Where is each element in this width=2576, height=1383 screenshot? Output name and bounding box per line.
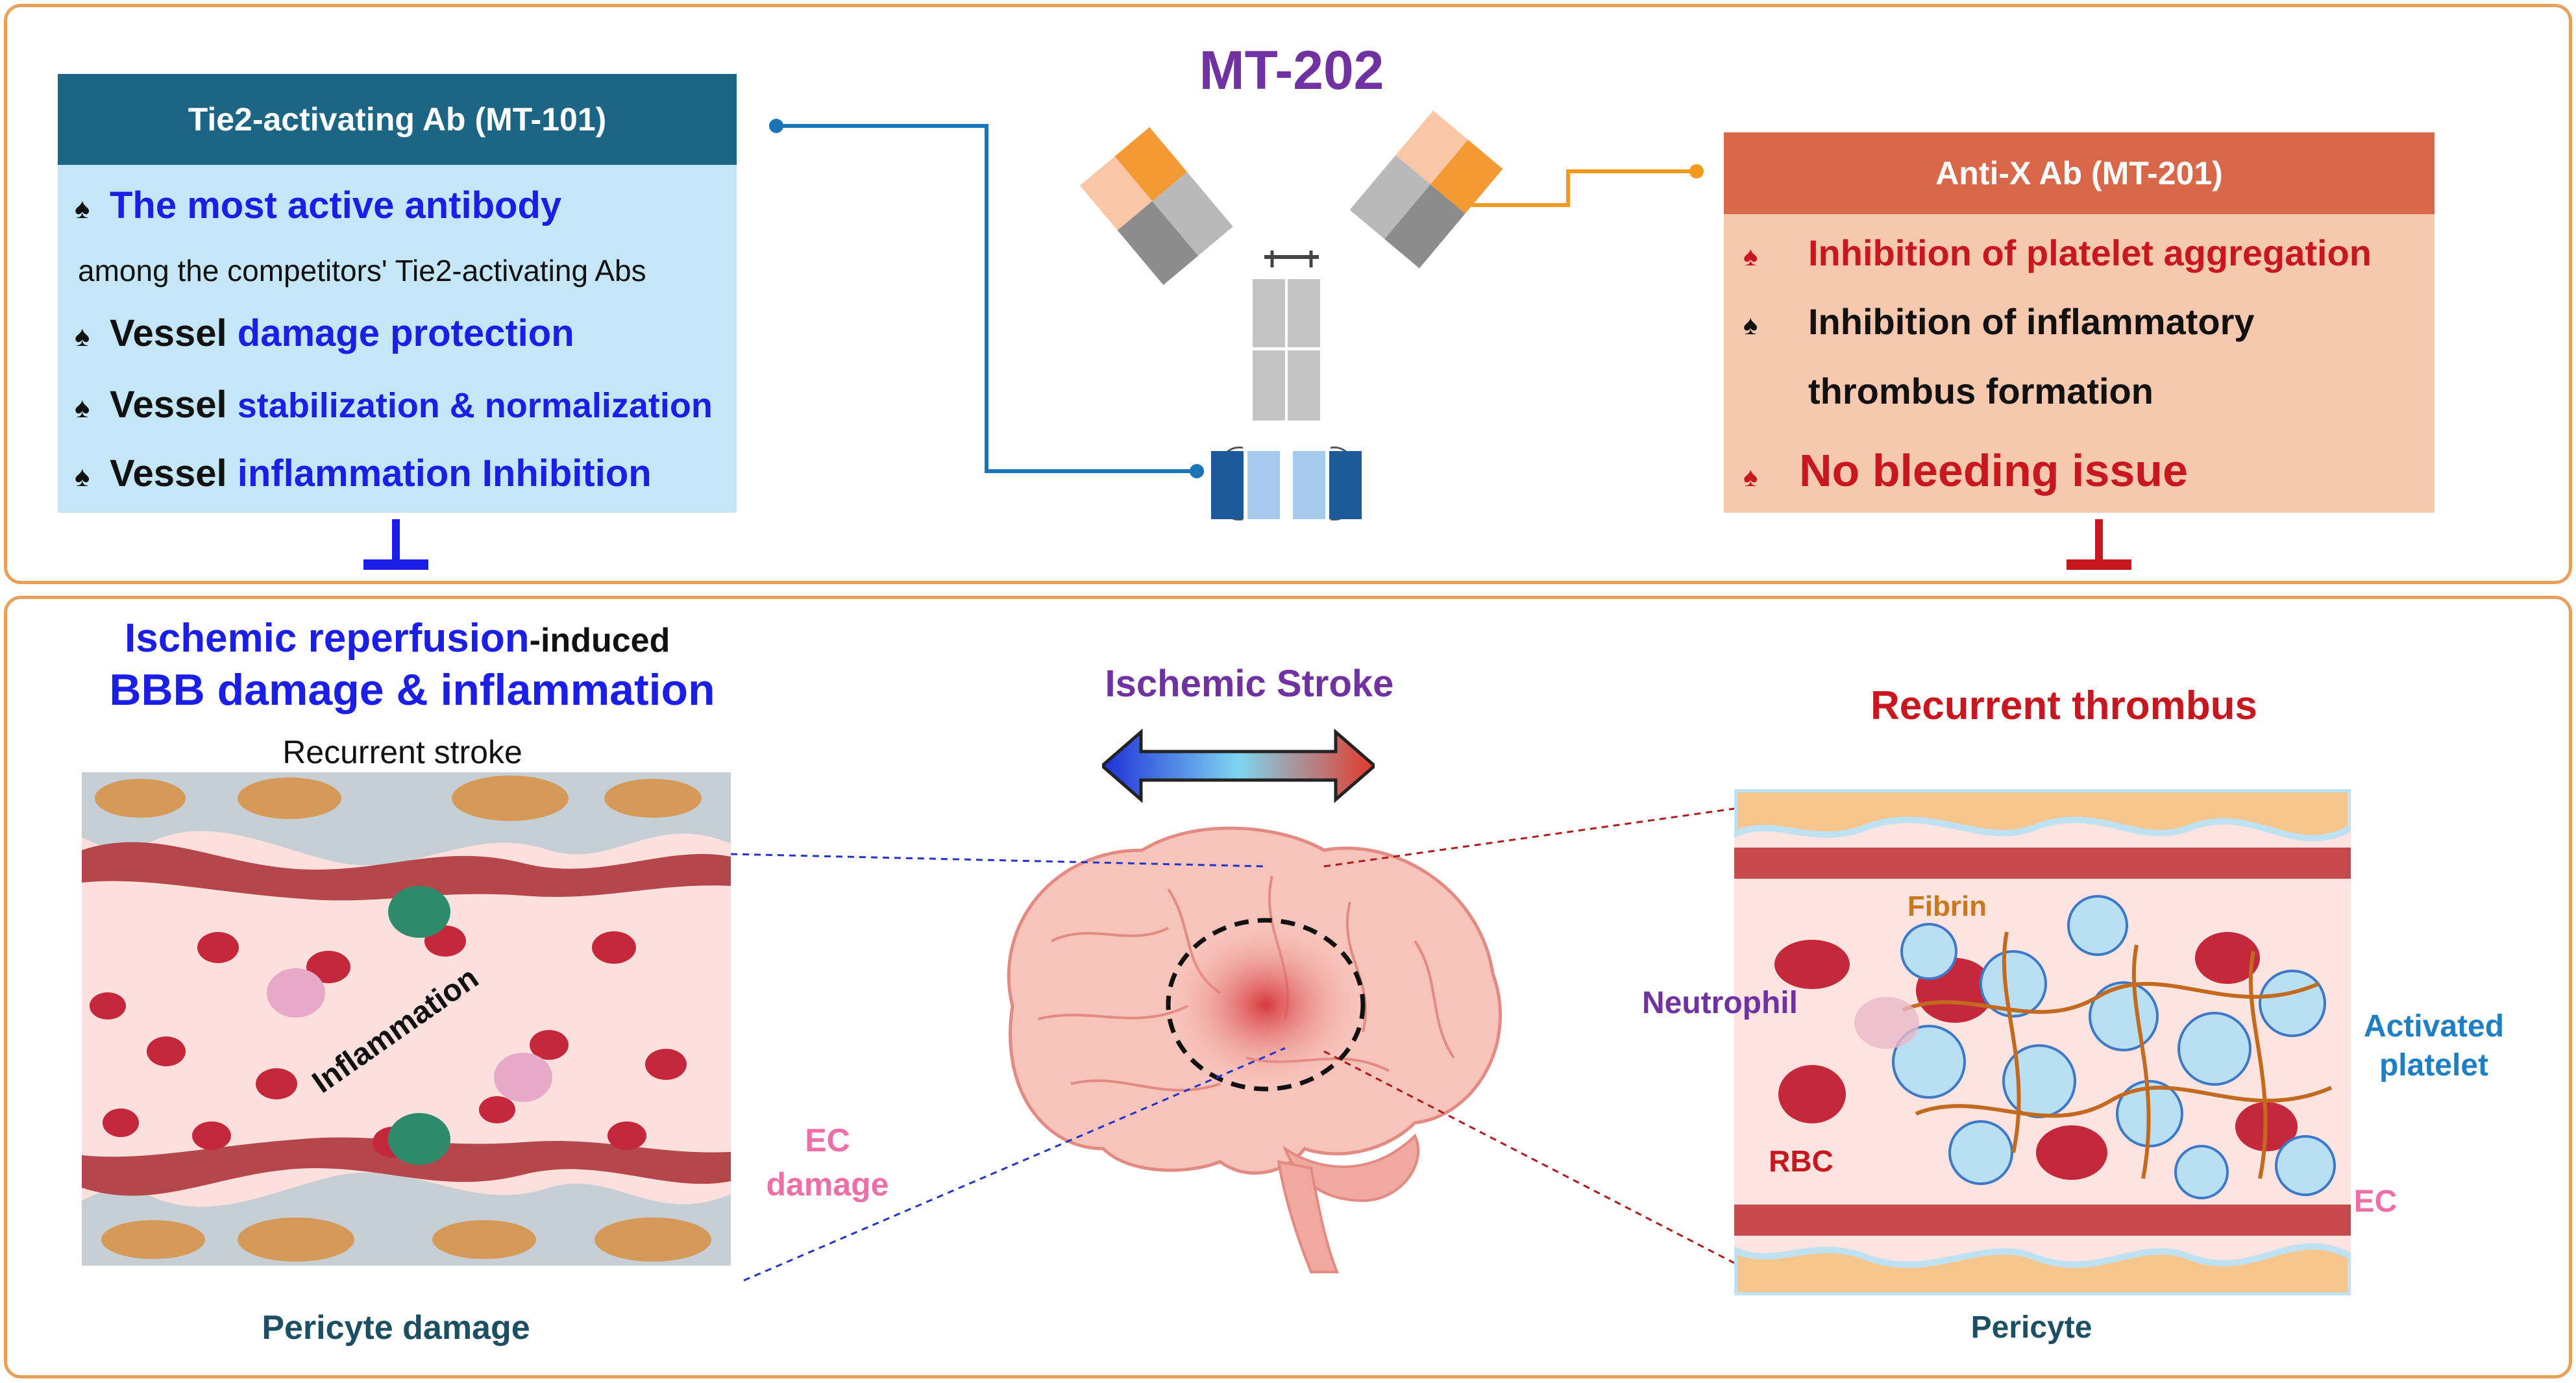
mt201-item-1-text: Inhibition of platelet aggregation [1808,232,2372,273]
mt101-item-4-lead: Vessel [110,384,227,426]
brain-illustration [1007,826,1502,1273]
spade-icon: ♠ [75,392,90,424]
inhibit-bar-left-icon [363,519,428,571]
mt101-item-5: ♠ Vessel inflammation Inhibition [75,452,652,495]
top-panel [4,4,2572,584]
left-title-suffix: -induced [529,622,670,659]
mt101-item-3-highlight: damage protection [237,312,574,354]
mt101-header: Tie2-activating Ab (MT-101) [58,74,737,165]
left-bottom-label: Pericyte damage [262,1309,530,1347]
activated-platelet-label-1: Activated [2363,1009,2505,1044]
rbc-label: RBC [1769,1144,1834,1178]
inhibit-bar-right-icon [2067,519,2131,571]
mt101-item-4-highlight: stabilization & normalization [237,386,713,425]
mt101-item-3-lead: Vessel [110,312,227,354]
spade-icon: ♠ [75,461,90,493]
left-title-highlight: Ischemic reperfusion [125,616,530,661]
neutrophil-label: Neutrophil [1642,986,1798,1020]
double-arrow-icon [1102,728,1375,803]
mt201-item-3: thrombus formation [1808,370,2153,412]
ec-damage-label-1: EC [805,1122,850,1158]
left-section-title-line1: Ischemic reperfusion-induced [125,615,670,661]
spade-icon: ♠ [1743,241,1758,271]
activated-platelet-label-2: platelet [2379,1048,2489,1083]
mt201-item-1: ♠ Inhibition of platelet aggregation [1743,232,2372,274]
mt101-item-2: among the competitors' Tie2-activating A… [78,253,646,288]
mt101-item-5-highlight: inflammation Inhibition [237,452,652,495]
mt201-item-3-text: thrombus formation [1808,371,2153,411]
mt201-box: Anti-X Ab (MT-201) [1724,132,2435,513]
mt101-item-3: ♠ Vessel damage protection [75,312,574,355]
mt101-item-2-text: among the competitors' Tie2-activating A… [78,254,646,288]
mt101-item-1: ♠ The most active antibody [75,184,561,227]
ec-damage-label-2: damage [766,1166,889,1203]
left-section-title-line2: BBB damage & inflammation [109,665,715,715]
spade-icon: ♠ [75,193,90,225]
spade-icon: ♠ [1743,310,1758,340]
mt101-box: Tie2-activating Ab (MT-101) [58,74,737,513]
mt201-item-2: ♠ Inhibition of inflammatory [1743,300,2255,343]
mt201-item-4-text: No bleeding issue [1799,445,2188,496]
right-bottom-label: Pericyte [1970,1310,2092,1345]
mt201-item-4: ♠ No bleeding issue [1743,445,2188,496]
bottom-panel [4,596,2572,1378]
mt101-item-1-highlight: The most active antibody [110,184,562,226]
fibrin-label: Fibrin [1907,890,1987,922]
spade-icon: ♠ [1743,461,1758,492]
mt201-item-2-text: Inhibition of inflammatory [1808,301,2255,342]
bbb-damage-illustration [82,772,731,1266]
antibody-illustration [769,110,1704,520]
left-section-subtitle: Recurrent stroke [282,734,522,770]
mt101-item-5-lead: Vessel [110,452,227,495]
recurrent-thrombus-title: Recurrent thrombus [1871,683,2257,728]
ec-label: EC [2353,1184,2398,1219]
thrombus-illustration [1734,789,2351,1295]
ischemic-stroke-title: Ischemic Stroke [1105,663,1394,705]
mt201-header: Anti-X Ab (MT-201) [1724,132,2435,214]
mt101-item-4: ♠ Vessel stabilization & normalization [75,383,713,426]
page-title: MT-202 [1199,40,1384,101]
spade-icon: ♠ [75,321,90,352]
